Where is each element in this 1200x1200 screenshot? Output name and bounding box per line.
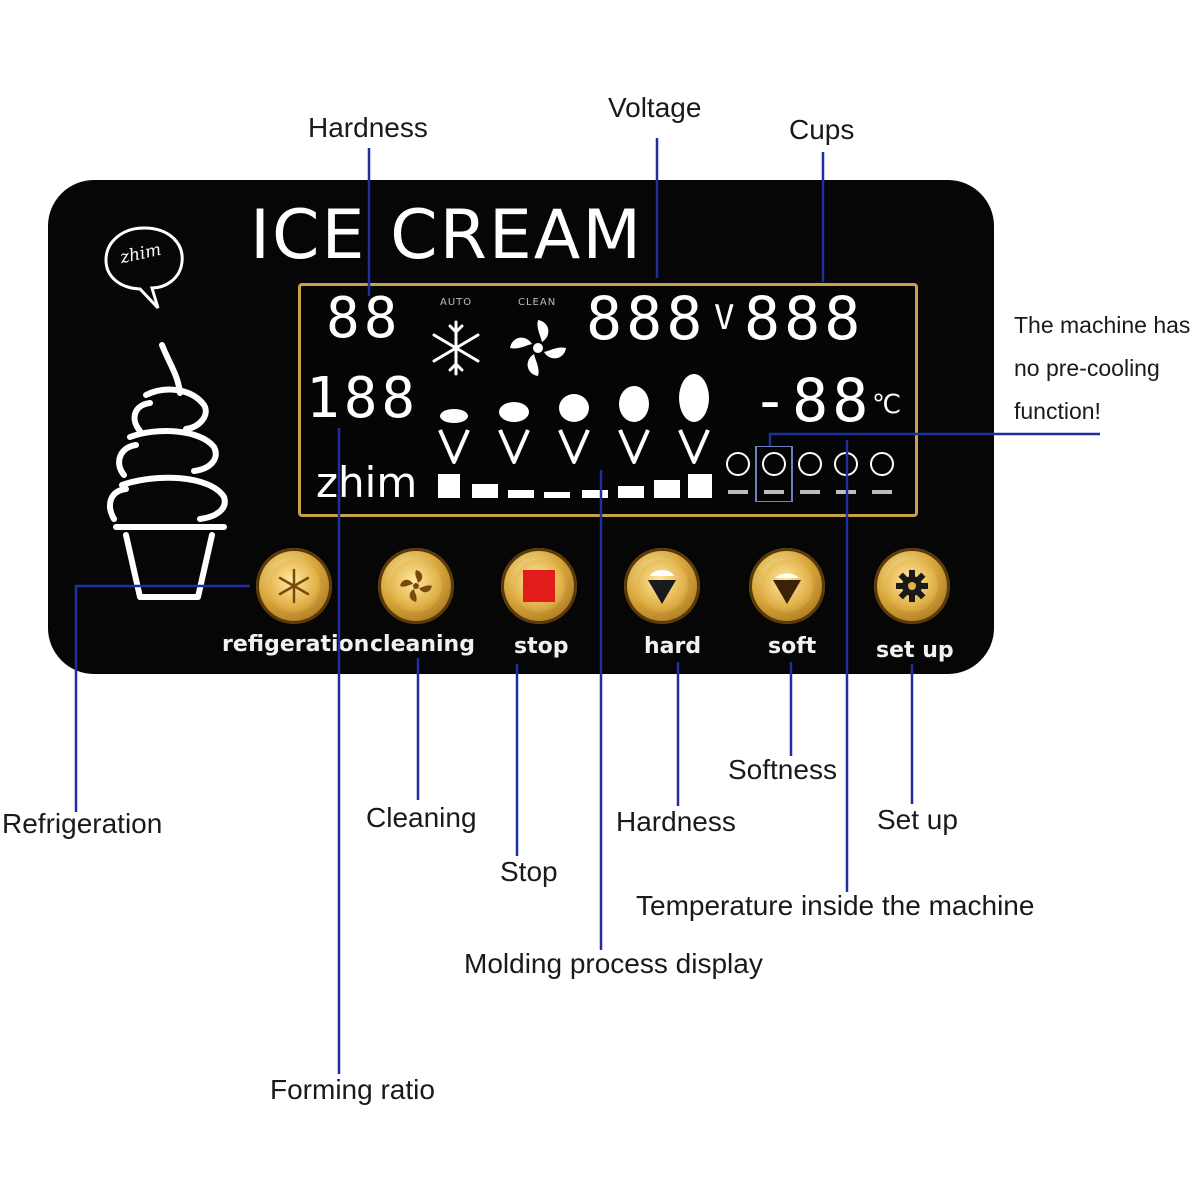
callout-set-up: Set up bbox=[877, 804, 958, 836]
callout-softness: Softness bbox=[728, 754, 837, 786]
callout-hardness-top: Hardness bbox=[308, 112, 428, 144]
callout-molding: Molding process display bbox=[464, 948, 763, 980]
callout-note-line3: function! bbox=[1014, 398, 1101, 425]
callout-forming-ratio: Forming ratio bbox=[270, 1074, 435, 1106]
callout-refrigeration: Refrigeration bbox=[2, 808, 162, 840]
callout-voltage: Voltage bbox=[608, 92, 701, 124]
callout-temperature: Temperature inside the machine bbox=[636, 890, 1034, 922]
callout-note-line2: no pre-cooling bbox=[1014, 355, 1160, 382]
callout-stop: Stop bbox=[500, 856, 558, 888]
callout-hardness-bottom: Hardness bbox=[616, 806, 736, 838]
callout-note-line1: The machine has bbox=[1014, 312, 1190, 339]
callout-cleaning: Cleaning bbox=[366, 802, 477, 834]
callout-cups: Cups bbox=[789, 114, 854, 146]
